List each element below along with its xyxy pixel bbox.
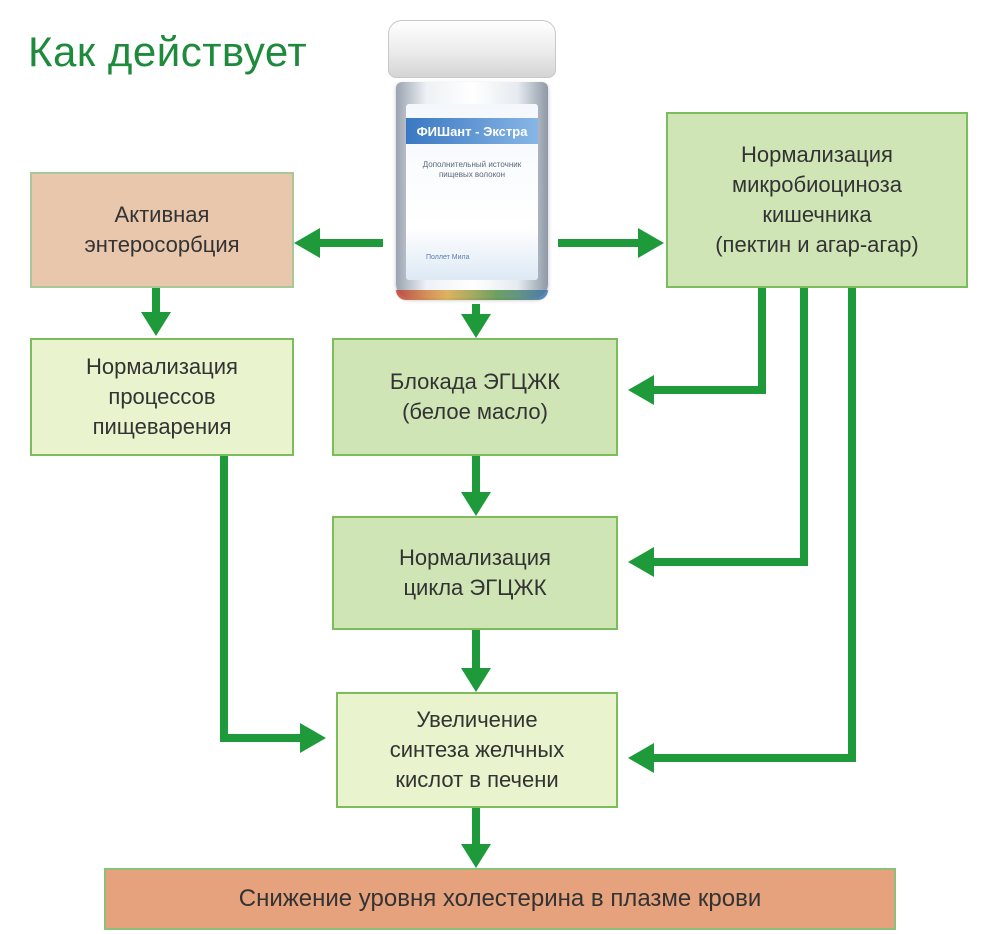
product-logo: Поллет Мила xyxy=(426,254,470,261)
product-jar-image: ФИШант - Экстра Дополнительный источник … xyxy=(388,20,556,302)
box-blockade: Блокада ЭГЦЖК (белое масло) xyxy=(332,338,618,456)
arrowhead xyxy=(300,723,326,753)
jar-body: ФИШант - Экстра Дополнительный источник … xyxy=(396,82,548,298)
box-result: Снижение уровня холестерина в плазме кро… xyxy=(104,868,896,930)
arrowhead xyxy=(628,547,654,577)
box-microbiocenosis: Нормализация микробиоциноза кишечника (п… xyxy=(666,112,968,288)
arrowhead xyxy=(294,228,320,258)
box-enterosorption: Активная энтеросорбция xyxy=(30,172,294,288)
arrowhead xyxy=(638,228,664,258)
arrow-digestion-to-synthesis xyxy=(220,456,302,742)
arrow-micro-to-synthesis xyxy=(652,288,856,762)
arrow-micro-to-blockade xyxy=(652,288,766,394)
arrowhead xyxy=(628,743,654,773)
box-synthesis: Увеличение синтеза желчных кислот в пече… xyxy=(336,692,618,808)
arrowhead xyxy=(461,314,491,338)
box-cycle: Нормализация цикла ЭГЦЖК xyxy=(332,516,618,630)
arrowhead xyxy=(628,375,654,405)
arrowhead xyxy=(141,312,171,336)
arrowhead xyxy=(461,668,491,692)
product-name: ФИШант - Экстра xyxy=(406,118,538,144)
arrow-micro-to-cycle xyxy=(652,288,808,566)
box-digestion: Нормализация процессов пищеварения xyxy=(30,338,294,456)
product-subtitle: Дополнительный источник пищевых волокон xyxy=(422,160,522,179)
jar-lid xyxy=(388,20,556,78)
arrowhead xyxy=(461,492,491,516)
jar-label: ФИШант - Экстра Дополнительный источник … xyxy=(406,104,538,280)
page-title: Как действует xyxy=(28,28,308,75)
arrowhead xyxy=(461,844,491,868)
jar-stripe xyxy=(396,290,548,300)
